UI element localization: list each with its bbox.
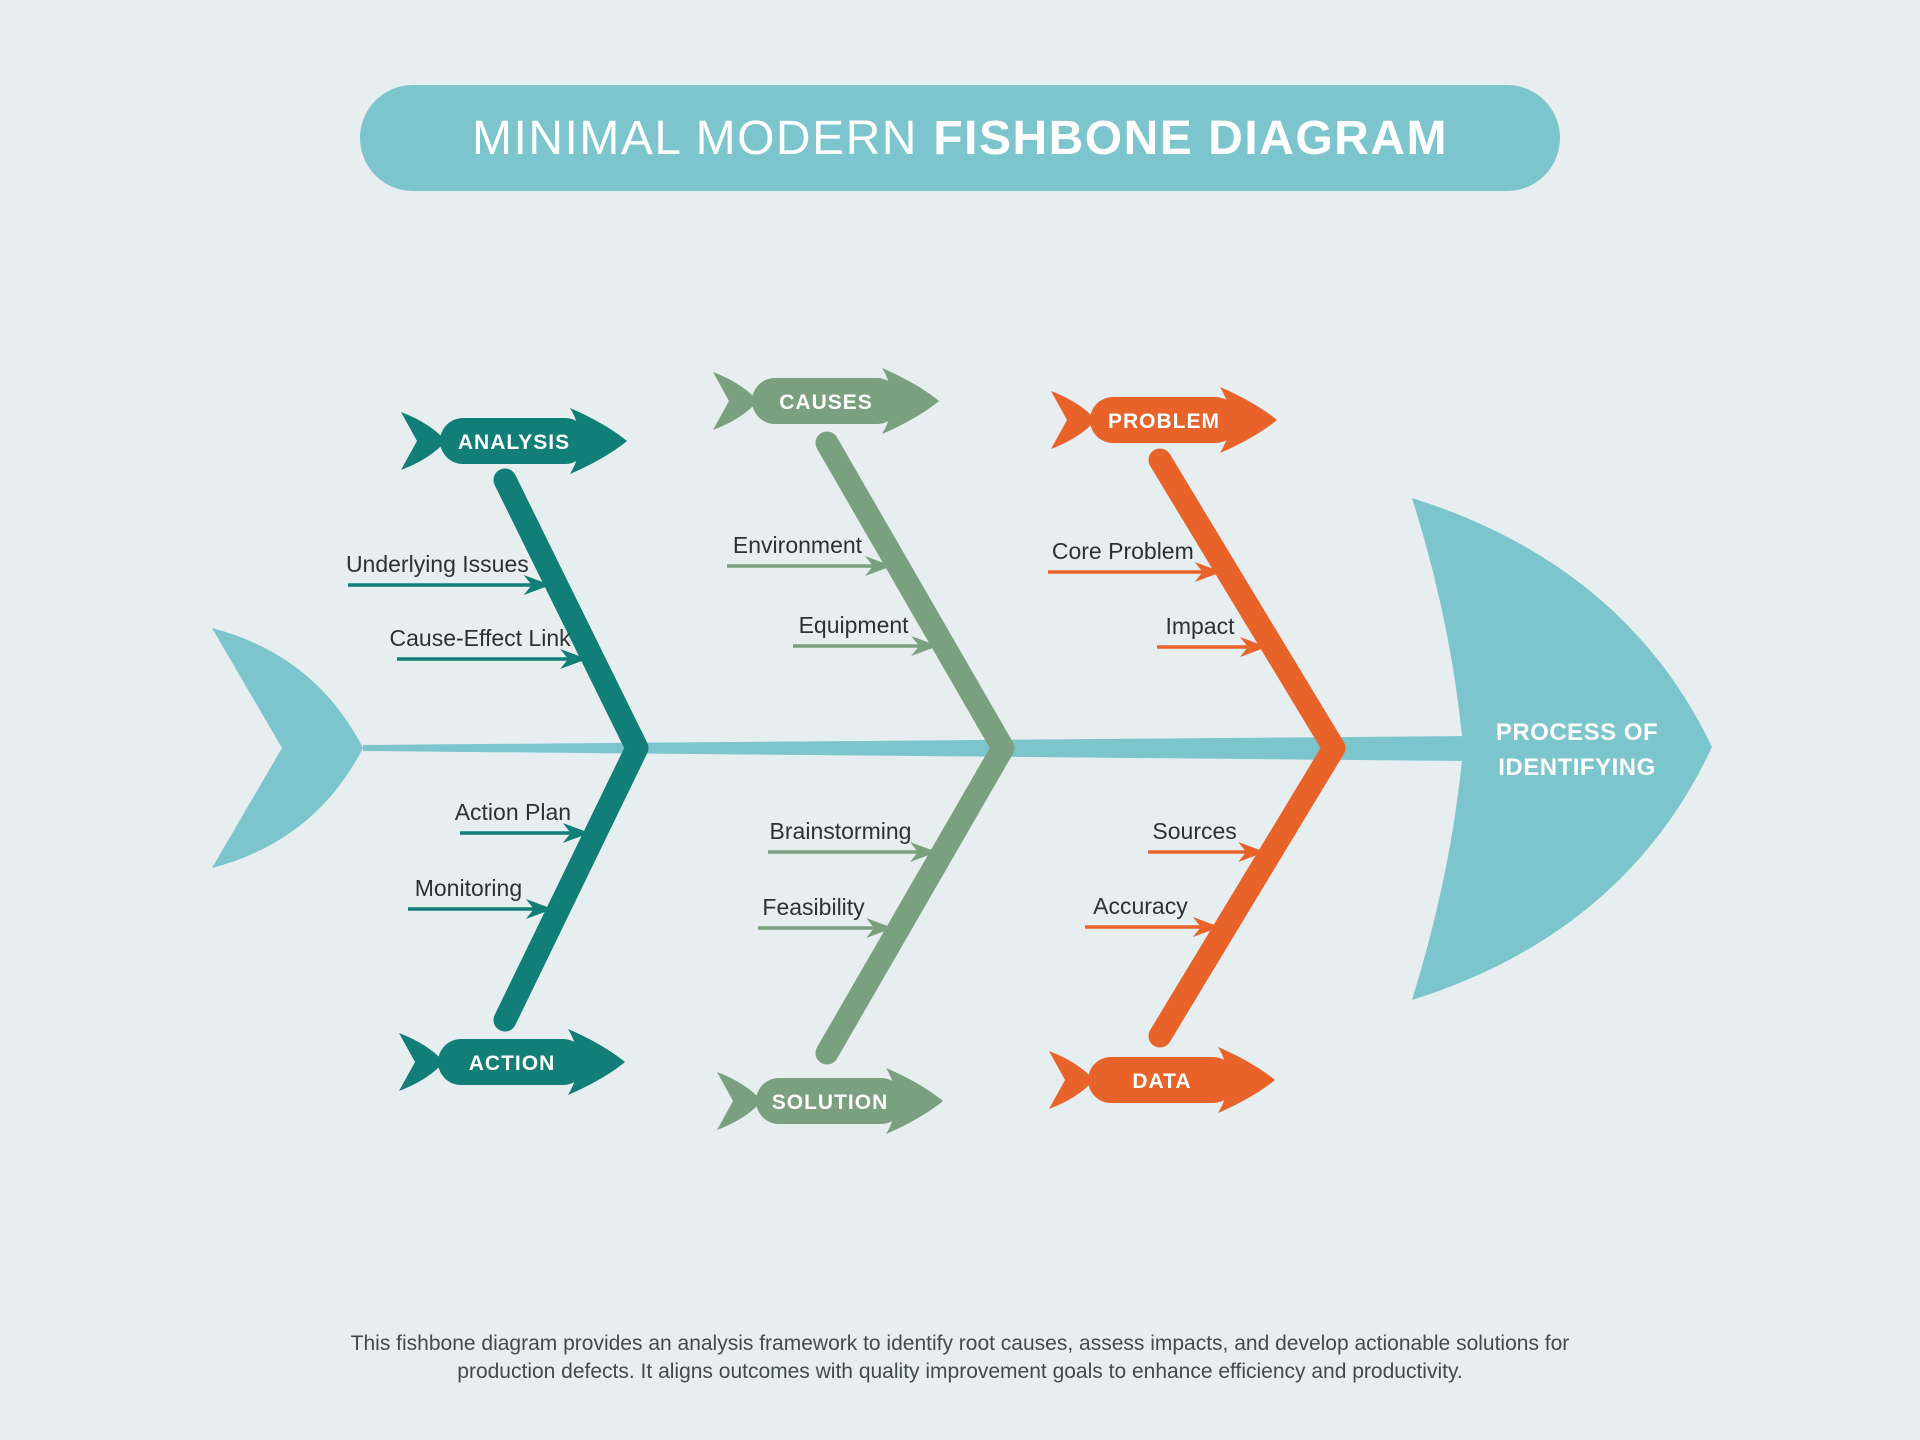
branch-pair-analysis-action: ANALYSIS ACTION Underlying IssuesCause-Eff… — [346, 408, 649, 1095]
factor-underlying-issues: Underlying Issues — [346, 551, 551, 595]
factor-label: Monitoring — [415, 875, 522, 901]
label-arrow-head-icon — [570, 408, 627, 474]
label-tail-fin-icon — [1051, 391, 1096, 449]
bone-problem-data — [1148, 448, 1346, 1048]
factor-label: Sources — [1152, 818, 1236, 844]
factor-equipment: Equipment — [793, 612, 939, 656]
factor-sources: Sources — [1148, 818, 1266, 862]
head-title-line2: IDENTIFYING — [1498, 754, 1656, 781]
factor-label: Impact — [1165, 613, 1235, 639]
label-text: SOLUTION — [772, 1091, 889, 1114]
factor-action-plan: Action Plan — [455, 799, 590, 843]
title-regular: MINIMAL MODERN — [472, 111, 918, 165]
category-label-solution: SOLUTION — [717, 1068, 943, 1134]
factor-arrow-head-icon — [560, 649, 588, 669]
label-text: CAUSES — [779, 391, 873, 414]
category-label-analysis: ANALYSIS — [401, 408, 627, 474]
bone-causes-solution — [815, 431, 1015, 1065]
factor-arrow-head-icon — [911, 636, 939, 656]
label-arrow-head-icon — [568, 1029, 625, 1095]
fish-head — [1412, 498, 1712, 1000]
label-body — [440, 418, 588, 464]
factor-label: Cause-Effect Link — [390, 625, 572, 651]
factor-label: Feasibility — [762, 894, 865, 920]
factor-cause-effect-link: Cause-Effect Link — [390, 625, 588, 669]
head-title-line1: PROCESS OF — [1496, 719, 1658, 746]
factor-label: Brainstorming — [770, 818, 912, 844]
label-body — [1088, 1057, 1236, 1103]
factor-arrow-head-icon — [562, 823, 590, 843]
factor-label: Core Problem — [1052, 538, 1194, 564]
branch-pair-causes-solution: CAUSES SOLUTION EnvironmentEquipmentBrains… — [713, 368, 1015, 1134]
label-tail-fin-icon — [713, 372, 758, 430]
factor-arrow-head-icon — [1192, 917, 1220, 937]
factor-arrow-head-icon — [866, 918, 894, 938]
factor-environment: Environment — [727, 532, 892, 576]
label-text: ANALYSIS — [458, 431, 570, 454]
label-body — [1090, 397, 1238, 443]
factor-accuracy: Accuracy — [1085, 893, 1220, 937]
branch-pair-problem-data: PROBLEM DATA Core ProblemImpactSourcesAccu… — [1048, 387, 1346, 1113]
title-bold: FISHBONE DIAGRAM — [933, 111, 1448, 165]
label-text: ACTION — [469, 1052, 556, 1075]
label-body — [752, 378, 900, 424]
label-tail-fin-icon — [401, 412, 446, 470]
label-tail-fin-icon — [717, 1072, 762, 1130]
fish-tail — [212, 628, 363, 868]
label-text: PROBLEM — [1108, 410, 1220, 433]
factor-impact: Impact — [1157, 613, 1267, 657]
factor-core-problem: Core Problem — [1048, 538, 1222, 582]
factor-arrow-head-icon — [909, 842, 937, 862]
factor-brainstorming: Brainstorming — [768, 818, 937, 862]
label-arrow-head-icon — [882, 368, 939, 434]
label-tail-fin-icon — [1049, 1051, 1094, 1109]
label-arrow-head-icon — [886, 1068, 943, 1134]
category-label-causes: CAUSES — [713, 368, 939, 434]
description-text: This fishbone diagram provides an analys… — [350, 1332, 1570, 1384]
label-tail-fin-icon — [399, 1033, 444, 1091]
category-label-action: ACTION — [399, 1029, 625, 1095]
factor-arrow-head-icon — [1239, 637, 1267, 657]
factor-monitoring: Monitoring — [408, 875, 553, 919]
label-arrow-head-icon — [1218, 1047, 1275, 1113]
factor-arrow-head-icon — [1238, 842, 1266, 862]
fish-spine — [363, 736, 1468, 761]
factor-label: Action Plan — [455, 799, 571, 825]
factor-arrow-head-icon — [525, 899, 553, 919]
label-body — [756, 1078, 904, 1124]
factor-arrow-head-icon — [523, 575, 551, 595]
factor-label: Environment — [733, 532, 863, 558]
factor-label: Equipment — [799, 612, 910, 638]
branches-layer: ANALYSIS ACTION Underlying IssuesCause-Eff… — [346, 368, 1346, 1134]
factor-arrow-head-icon — [1194, 562, 1222, 582]
factor-arrow-head-icon — [864, 556, 892, 576]
factor-feasibility: Feasibility — [758, 894, 894, 938]
factor-label: Underlying Issues — [346, 551, 529, 577]
bone-analysis-action — [493, 468, 649, 1032]
factor-label: Accuracy — [1093, 893, 1188, 919]
label-body — [438, 1039, 586, 1085]
label-text: DATA — [1132, 1070, 1191, 1093]
label-arrow-head-icon — [1220, 387, 1277, 453]
category-label-problem: PROBLEM — [1051, 387, 1277, 453]
category-label-data: DATA — [1049, 1047, 1275, 1113]
title-banner: MINIMAL MODERN FISHBONE DIAGRAM — [360, 85, 1560, 191]
